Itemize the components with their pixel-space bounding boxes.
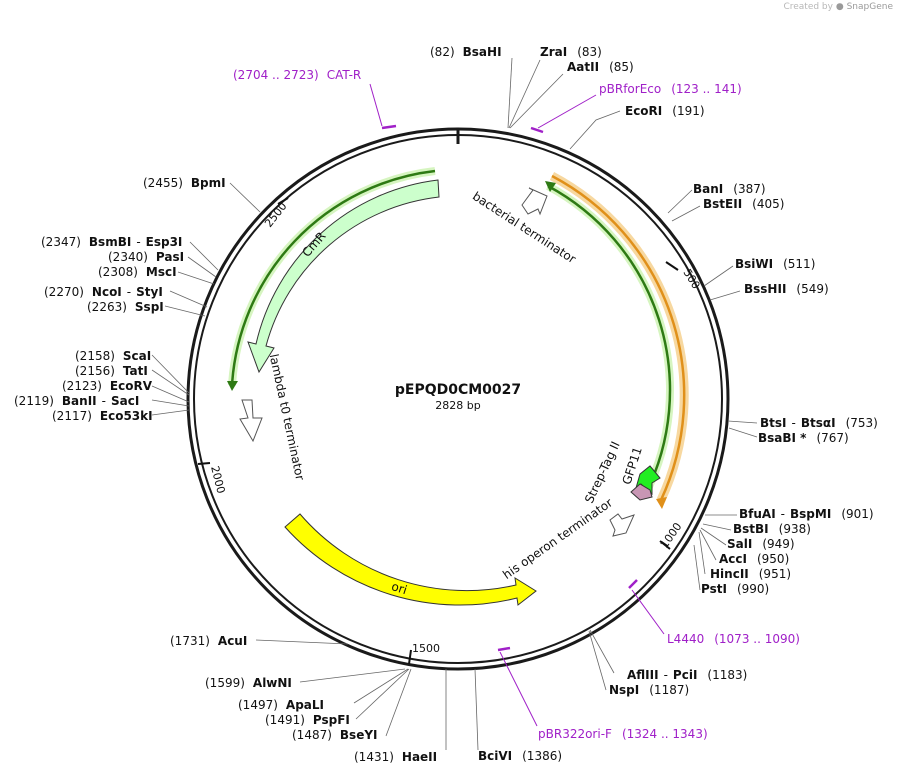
- primer-leader-pbrforeco: [537, 94, 597, 129]
- site-bsmbi[interactable]: (2347)BsmBI-Esp3I: [41, 235, 182, 249]
- tick-label-1500: 1500: [412, 642, 440, 655]
- site-ecorv[interactable]: (2123)EcoRV: [62, 379, 153, 393]
- ori-feature[interactable]: [284, 513, 537, 606]
- site-bsiwi[interactable]: BsiWI(511): [735, 257, 815, 271]
- site-pasi[interactable]: (2340)PasI: [108, 250, 184, 264]
- site-bpmi[interactable]: (2455)BpmI: [143, 176, 226, 190]
- tick-mark-1000: [659, 540, 671, 550]
- site-aatii[interactable]: AatII(85): [567, 60, 634, 74]
- site-bstbi[interactable]: BstBI(938): [733, 522, 811, 536]
- primer-l4440[interactable]: L4440(1073 .. 1090): [667, 632, 800, 646]
- watermark-prefix: Created by: [783, 2, 833, 12]
- snapgene-logo-icon: ●: [835, 2, 844, 12]
- site-haeii[interactable]: (1431)HaeII: [354, 750, 437, 764]
- primer-leader-catr: [369, 83, 383, 127]
- his-operon-terminator-label: his operon terminator: [500, 496, 615, 582]
- orf-green-arrowhead: [545, 181, 556, 192]
- bacterial-terminator-shape: [521, 187, 548, 216]
- site-zrai[interactable]: ZraI(83): [540, 45, 602, 59]
- site-tati[interactable]: (2156)TatI: [75, 364, 148, 378]
- site-bseyi[interactable]: (1487)BseYI: [292, 728, 378, 742]
- tick-mark-1500: [408, 649, 412, 665]
- site-banii[interactable]: (2119)BanII-SacI: [14, 394, 139, 408]
- strep-tag-feature[interactable]: [630, 483, 653, 501]
- site-bsshii[interactable]: BssHII(549): [744, 282, 829, 296]
- his-operon-terminator-shape: [609, 513, 635, 537]
- site-ncoi[interactable]: (2270)NcoI-StyI: [44, 285, 163, 299]
- ori-label: ori: [390, 579, 409, 597]
- site-bani[interactable]: BanI(387): [693, 182, 766, 196]
- site-labels: (82)BsaHI ZraI(83) AatII(85) EcoRI(191) …: [14, 45, 878, 764]
- site-scai[interactable]: (2158)ScaI: [75, 349, 151, 363]
- primer-catr[interactable]: (2704 .. 2723)CAT-R: [233, 68, 361, 82]
- site-hincii[interactable]: HincII(951): [710, 567, 791, 581]
- site-bfuai[interactable]: BfuAI-BspMI(901): [739, 507, 874, 521]
- primer-mark-pbr322orif: [497, 646, 511, 652]
- primer-mark-pbrforeco: [530, 126, 544, 134]
- site-afliii[interactable]: AflIII-PciI(1183): [627, 668, 747, 682]
- tick-mark-500: [665, 261, 679, 271]
- plasmid-name: pEPQD0CM0027: [395, 382, 521, 398]
- site-acui[interactable]: (1731)AcuI: [170, 634, 247, 648]
- orf-green-arrow: [547, 184, 672, 494]
- site-apali[interactable]: (1497)ApaLI: [238, 698, 324, 712]
- site-bcivi[interactable]: BciVI(1386): [478, 749, 562, 763]
- primer-leader-pbr322orif: [499, 651, 538, 727]
- site-btsi[interactable]: BtsI-BtsαI(753): [760, 416, 878, 430]
- watermark-brand: SnapGene: [846, 2, 893, 12]
- site-sali[interactable]: SalI(949): [727, 537, 795, 551]
- site-ecori[interactable]: EcoRI(191): [625, 104, 705, 118]
- primer-leader-l4440: [631, 589, 665, 635]
- site-psti[interactable]: PstI(990): [701, 582, 769, 596]
- orf-orange-arrowhead: [656, 497, 667, 509]
- site-acci[interactable]: AccI(950): [719, 552, 789, 566]
- bacterial-terminator-label: bacterial terminator: [470, 189, 578, 266]
- orf-orange-arrow: [551, 174, 686, 501]
- site-bsabi[interactable]: BsaBI *(767): [758, 431, 849, 445]
- plasmid-size: 2828 bp: [435, 399, 480, 412]
- primer-mark-catr: [381, 124, 397, 130]
- tick-label-2500: 2500: [262, 200, 289, 230]
- lambda-t0-terminator-label: lambda t0 terminator: [267, 353, 307, 482]
- site-leader-lines: [151, 57, 758, 751]
- site-bsteii[interactable]: BstEII(405): [703, 197, 784, 211]
- cmr-feature[interactable]: [247, 179, 440, 374]
- tick-label-500: 500: [680, 267, 702, 292]
- site-eco53ki[interactable]: (2117)Eco53kI: [52, 409, 153, 423]
- site-msci[interactable]: (2308)MscI: [98, 265, 177, 279]
- orf-left-arrow: [230, 169, 436, 386]
- snapgene-watermark: Created by ● SnapGene: [783, 2, 893, 12]
- site-nspi[interactable]: NspI(1187): [609, 683, 689, 697]
- primer-pbr322orif[interactable]: pBR322ori-F(1324 .. 1343): [538, 727, 708, 741]
- primer-marks: [369, 83, 665, 727]
- tick-label-1000: 1000: [658, 520, 685, 550]
- tick-mark-2500: [277, 197, 289, 205]
- orf-left-arrowhead: [227, 381, 238, 391]
- primer-pbrforeco[interactable]: pBRforEco(123 .. 141): [599, 82, 742, 96]
- site-bsahi[interactable]: (82)BsaHI: [430, 45, 502, 59]
- site-alwni[interactable]: (1599)AlwNI: [205, 676, 292, 690]
- site-sspi[interactable]: (2263)SspI: [87, 300, 164, 314]
- lambda-t0-terminator-shape: [239, 399, 263, 443]
- primer-labels: (2704 .. 2723)CAT-R pBRforEco(123 .. 141…: [233, 68, 800, 741]
- strep-tag-label: Strep-Tag II: [582, 439, 623, 505]
- site-pspfi[interactable]: (1491)PspFI: [265, 713, 350, 727]
- tick-mark-2000: [197, 462, 211, 465]
- primer-mark-l4440: [628, 579, 638, 589]
